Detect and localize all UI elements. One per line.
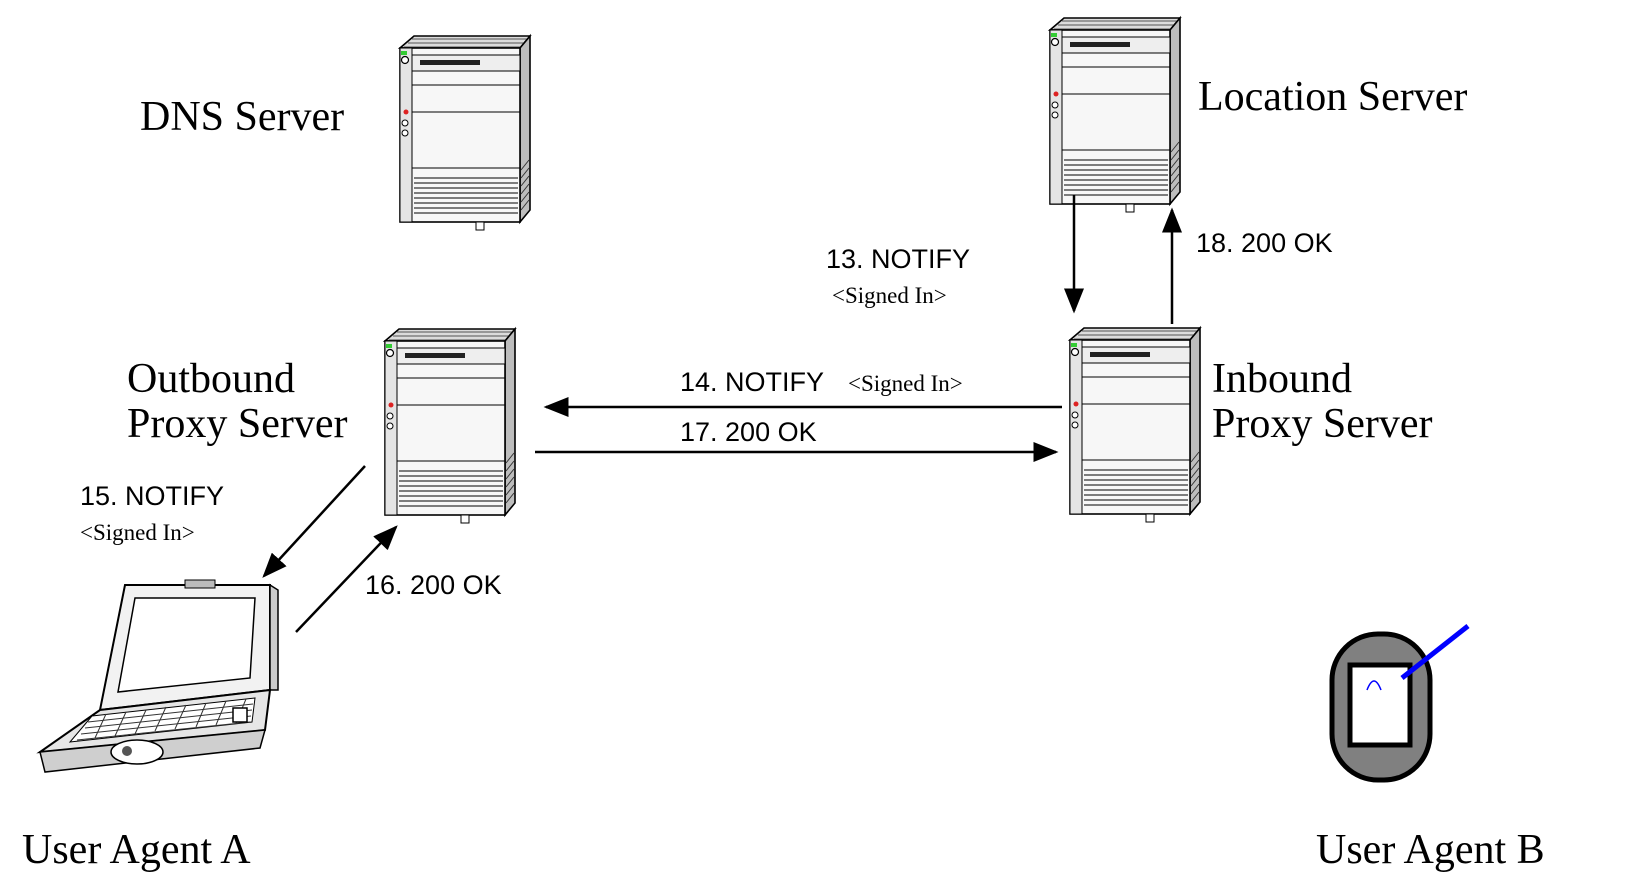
arrow-15-notify [262, 465, 366, 578]
msg-13-label: 13. NOTIFY [826, 244, 970, 274]
outbound-proxy-server-icon [384, 328, 516, 524]
inbound-proxy-label-line2: Proxy Server [1212, 401, 1432, 447]
outbound-proxy-label-line1: Outbound [127, 356, 295, 402]
dns-server-label: DNS Server [140, 94, 344, 140]
msg-18-label: 18. 200 OK [1196, 228, 1333, 258]
msg-14-body: <Signed In> [848, 371, 963, 396]
msg-15-body: <Signed In> [80, 520, 195, 545]
msg-15-label: 15. NOTIFY [80, 481, 224, 511]
location-server-icon [1049, 17, 1181, 213]
user-agent-a-label: User Agent A [22, 827, 251, 873]
inbound-proxy-server-icon [1069, 327, 1201, 523]
pda-icon [1329, 624, 1470, 783]
msg-13-body: <Signed In> [832, 283, 947, 308]
outbound-proxy-label-line2: Proxy Server [127, 401, 347, 447]
msg-17-label: 17. 200 OK [680, 417, 817, 447]
location-server-label: Location Server [1198, 74, 1467, 120]
inbound-proxy-label-line1: Inbound [1212, 356, 1352, 402]
msg-14-label: 14. NOTIFY [680, 367, 824, 397]
laptop-icon [36, 579, 279, 773]
dns-server-icon [399, 35, 531, 231]
user-agent-b-label: User Agent B [1316, 827, 1545, 873]
arrow-16-200ok [295, 525, 398, 633]
msg-16-label: 16. 200 OK [365, 570, 502, 600]
